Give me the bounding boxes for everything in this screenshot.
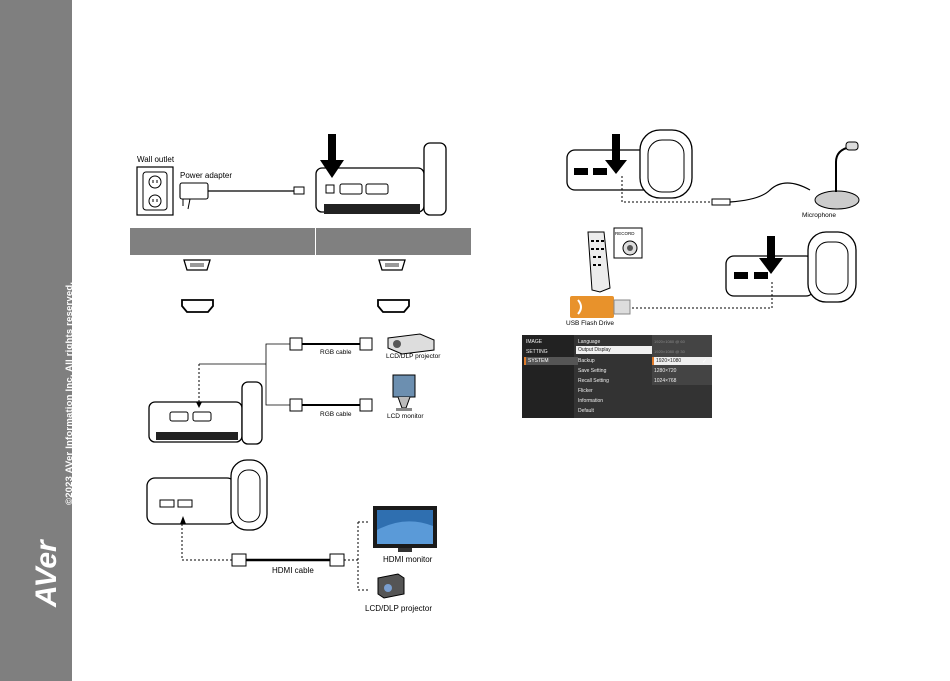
power-adapter-icon (179, 182, 209, 200)
rgb-cable-label-1: RGB cable (320, 349, 352, 356)
checkmark-icon: ✓ (702, 359, 708, 365)
menu-option-1024x768[interactable]: 1024×768 (654, 378, 677, 384)
usb-connection (570, 227, 857, 318)
menu-option-1080p30[interactable]: 1920×1080 @ 30 (654, 349, 685, 354)
lcd-monitor-label: LCD monitor (387, 413, 424, 420)
hdmi-connection (146, 459, 437, 599)
menu-item-information[interactable]: Information (578, 398, 604, 404)
menu-item-language[interactable]: Language (578, 339, 601, 345)
usb-flash-drive-label: USB Flash Drive (566, 320, 615, 327)
lcd-monitor-icon (392, 374, 416, 398)
record-label: RECORD (615, 231, 635, 236)
menu-item-output-display[interactable]: Output Display (576, 346, 652, 354)
rgb-cable-label-2: RGB cable (320, 411, 352, 418)
menu-item-save-setting[interactable]: Save Setting (578, 368, 607, 374)
microphone-connection (566, 129, 860, 210)
aver-logo: AVer (30, 538, 60, 608)
wall-outlet-icon (136, 166, 174, 216)
hdmi-cable-label: HDMI cable (272, 566, 314, 575)
power-connection (136, 134, 447, 216)
aver-logo-text: AVer (30, 538, 60, 608)
hdmi-lcd-dlp-projector-label: LCD/DLP projector (365, 604, 432, 613)
menu-option-1080p60[interactable]: 1920×1080 @ 60 (654, 339, 685, 344)
rgb-connection (148, 333, 435, 445)
menu-item-system[interactable]: SYSTEM (524, 357, 578, 365)
menu-item-flicker[interactable]: Flicker (578, 388, 593, 394)
connector-table-header (130, 228, 471, 255)
menu-item-image[interactable]: IMAGE (526, 339, 543, 345)
wall-outlet-label: Wall outlet (137, 155, 175, 164)
usb-flash-drive-icon (570, 296, 614, 318)
menu-option-1920x1080[interactable]: 1920×1080 (652, 357, 712, 365)
vga-connector-icons (183, 259, 406, 271)
microphone-label: Microphone (802, 212, 836, 219)
projector-icon (387, 333, 435, 355)
osd-menu-categories (522, 335, 574, 418)
sidebar (0, 0, 72, 681)
menu-option-1280x720[interactable]: 1280×720 (654, 368, 677, 374)
menu-item-default[interactable]: Default (578, 408, 594, 414)
microphone-icon (814, 190, 860, 210)
menu-item-recall-setting[interactable]: Recall Setting (578, 378, 609, 384)
hdmi-connector-icons (181, 299, 410, 313)
menu-item-backup[interactable]: Backup (578, 358, 595, 364)
power-adapter-label: Power adapter (180, 171, 233, 180)
remote-control-icon (587, 231, 611, 293)
menu-item-setting[interactable]: SETTING (526, 349, 548, 355)
power-port-arrow (320, 134, 344, 178)
lcd-dlp-projector-label: LCD/DLP projector (386, 353, 441, 360)
hdmi-monitor-label: HDMI monitor (383, 555, 433, 564)
osd-menu: IMAGE SETTING SYSTEM Language Output Dis… (522, 335, 712, 418)
